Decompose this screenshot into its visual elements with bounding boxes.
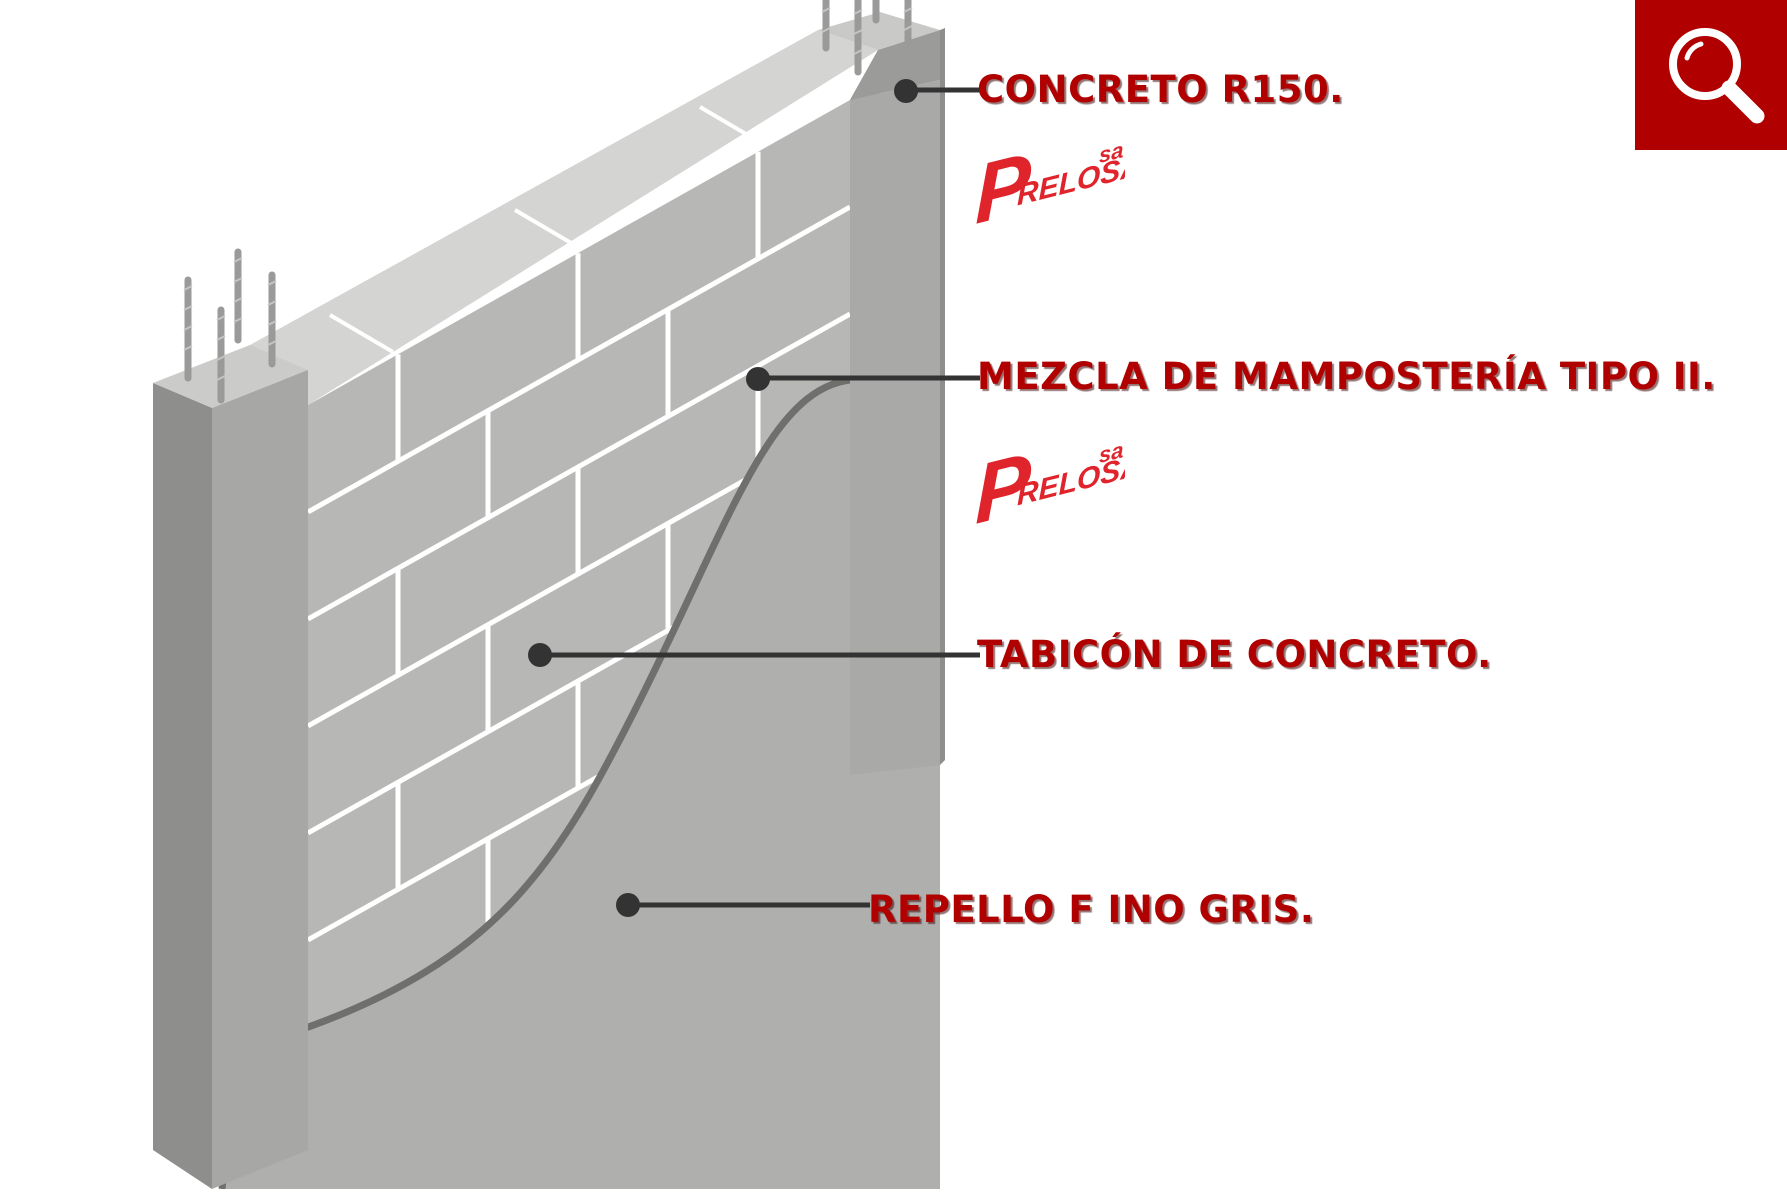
dot-repello	[616, 893, 640, 917]
right-rebar-ribs	[821, 7, 913, 55]
dot-tabicon	[528, 643, 552, 667]
wall-top-joints	[328, 105, 765, 354]
logo-suffix: sa	[1099, 137, 1123, 168]
right-column-edge	[940, 28, 945, 765]
label-repello: REPELLO F INO GRIS.	[868, 888, 1315, 931]
label-concreto: CONCRETO R150.	[977, 68, 1344, 111]
right-column-side	[850, 30, 940, 100]
dot-concreto	[894, 79, 918, 103]
zoom-button[interactable]	[1635, 0, 1787, 150]
logo-initial: P	[975, 135, 1031, 228]
right-column-front	[850, 80, 940, 775]
prelosa-logo: P RELOSA sa	[975, 435, 1125, 528]
left-rebar-ribs	[183, 257, 277, 381]
logo-suffix: sa	[1099, 437, 1123, 468]
leader-lines	[540, 87, 980, 908]
left-column-side	[212, 370, 308, 1189]
label-mezcla: MEZCLA DE MAMPOSTERÍA TIPO II.	[977, 355, 1716, 398]
leader-dots	[528, 79, 918, 917]
left-column-front	[153, 383, 212, 1189]
magnifier-icon	[1669, 28, 1765, 124]
left-rebar	[184, 248, 276, 404]
mortar-bed-joint	[308, 311, 850, 622]
wall-top	[250, 30, 878, 405]
dot-mezcla	[746, 367, 770, 391]
label-tabicon: TABICÓN DE CONCRETO.	[977, 633, 1492, 676]
logo-initial: P	[975, 435, 1031, 528]
prelosa-logo: P RELOSA sa	[975, 135, 1125, 228]
